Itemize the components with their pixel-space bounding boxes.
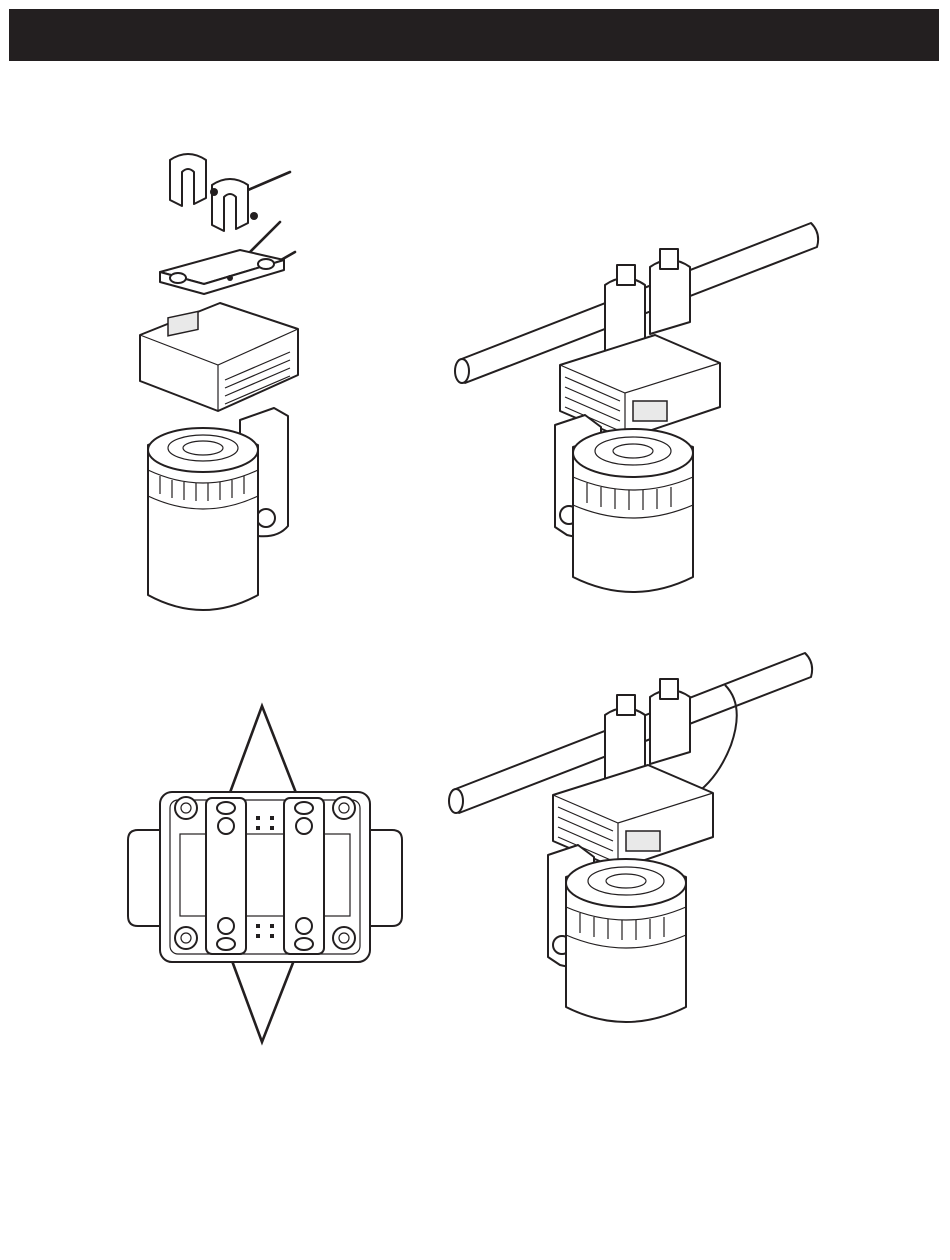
callout-line-clamps <box>248 172 290 190</box>
fixture-base-icon <box>140 303 298 610</box>
fixture-base-icon <box>548 765 713 1022</box>
base-plate-icon <box>128 792 402 962</box>
figure-fixture-base-bottom-view <box>120 700 410 1050</box>
omega-bracket-icon <box>160 250 284 294</box>
fixture-base-icon <box>555 335 720 592</box>
figure-fixture-mounted-with-safety-cable <box>445 645 825 1035</box>
callout-lines-top <box>228 706 298 798</box>
figure-fixture-mounted-on-truss <box>445 215 825 610</box>
truss-clamp-icon <box>170 154 258 231</box>
callout-lines-bottom <box>228 950 298 1042</box>
header-bar <box>9 9 939 61</box>
figure-exploded-clamp-assembly <box>120 140 330 610</box>
